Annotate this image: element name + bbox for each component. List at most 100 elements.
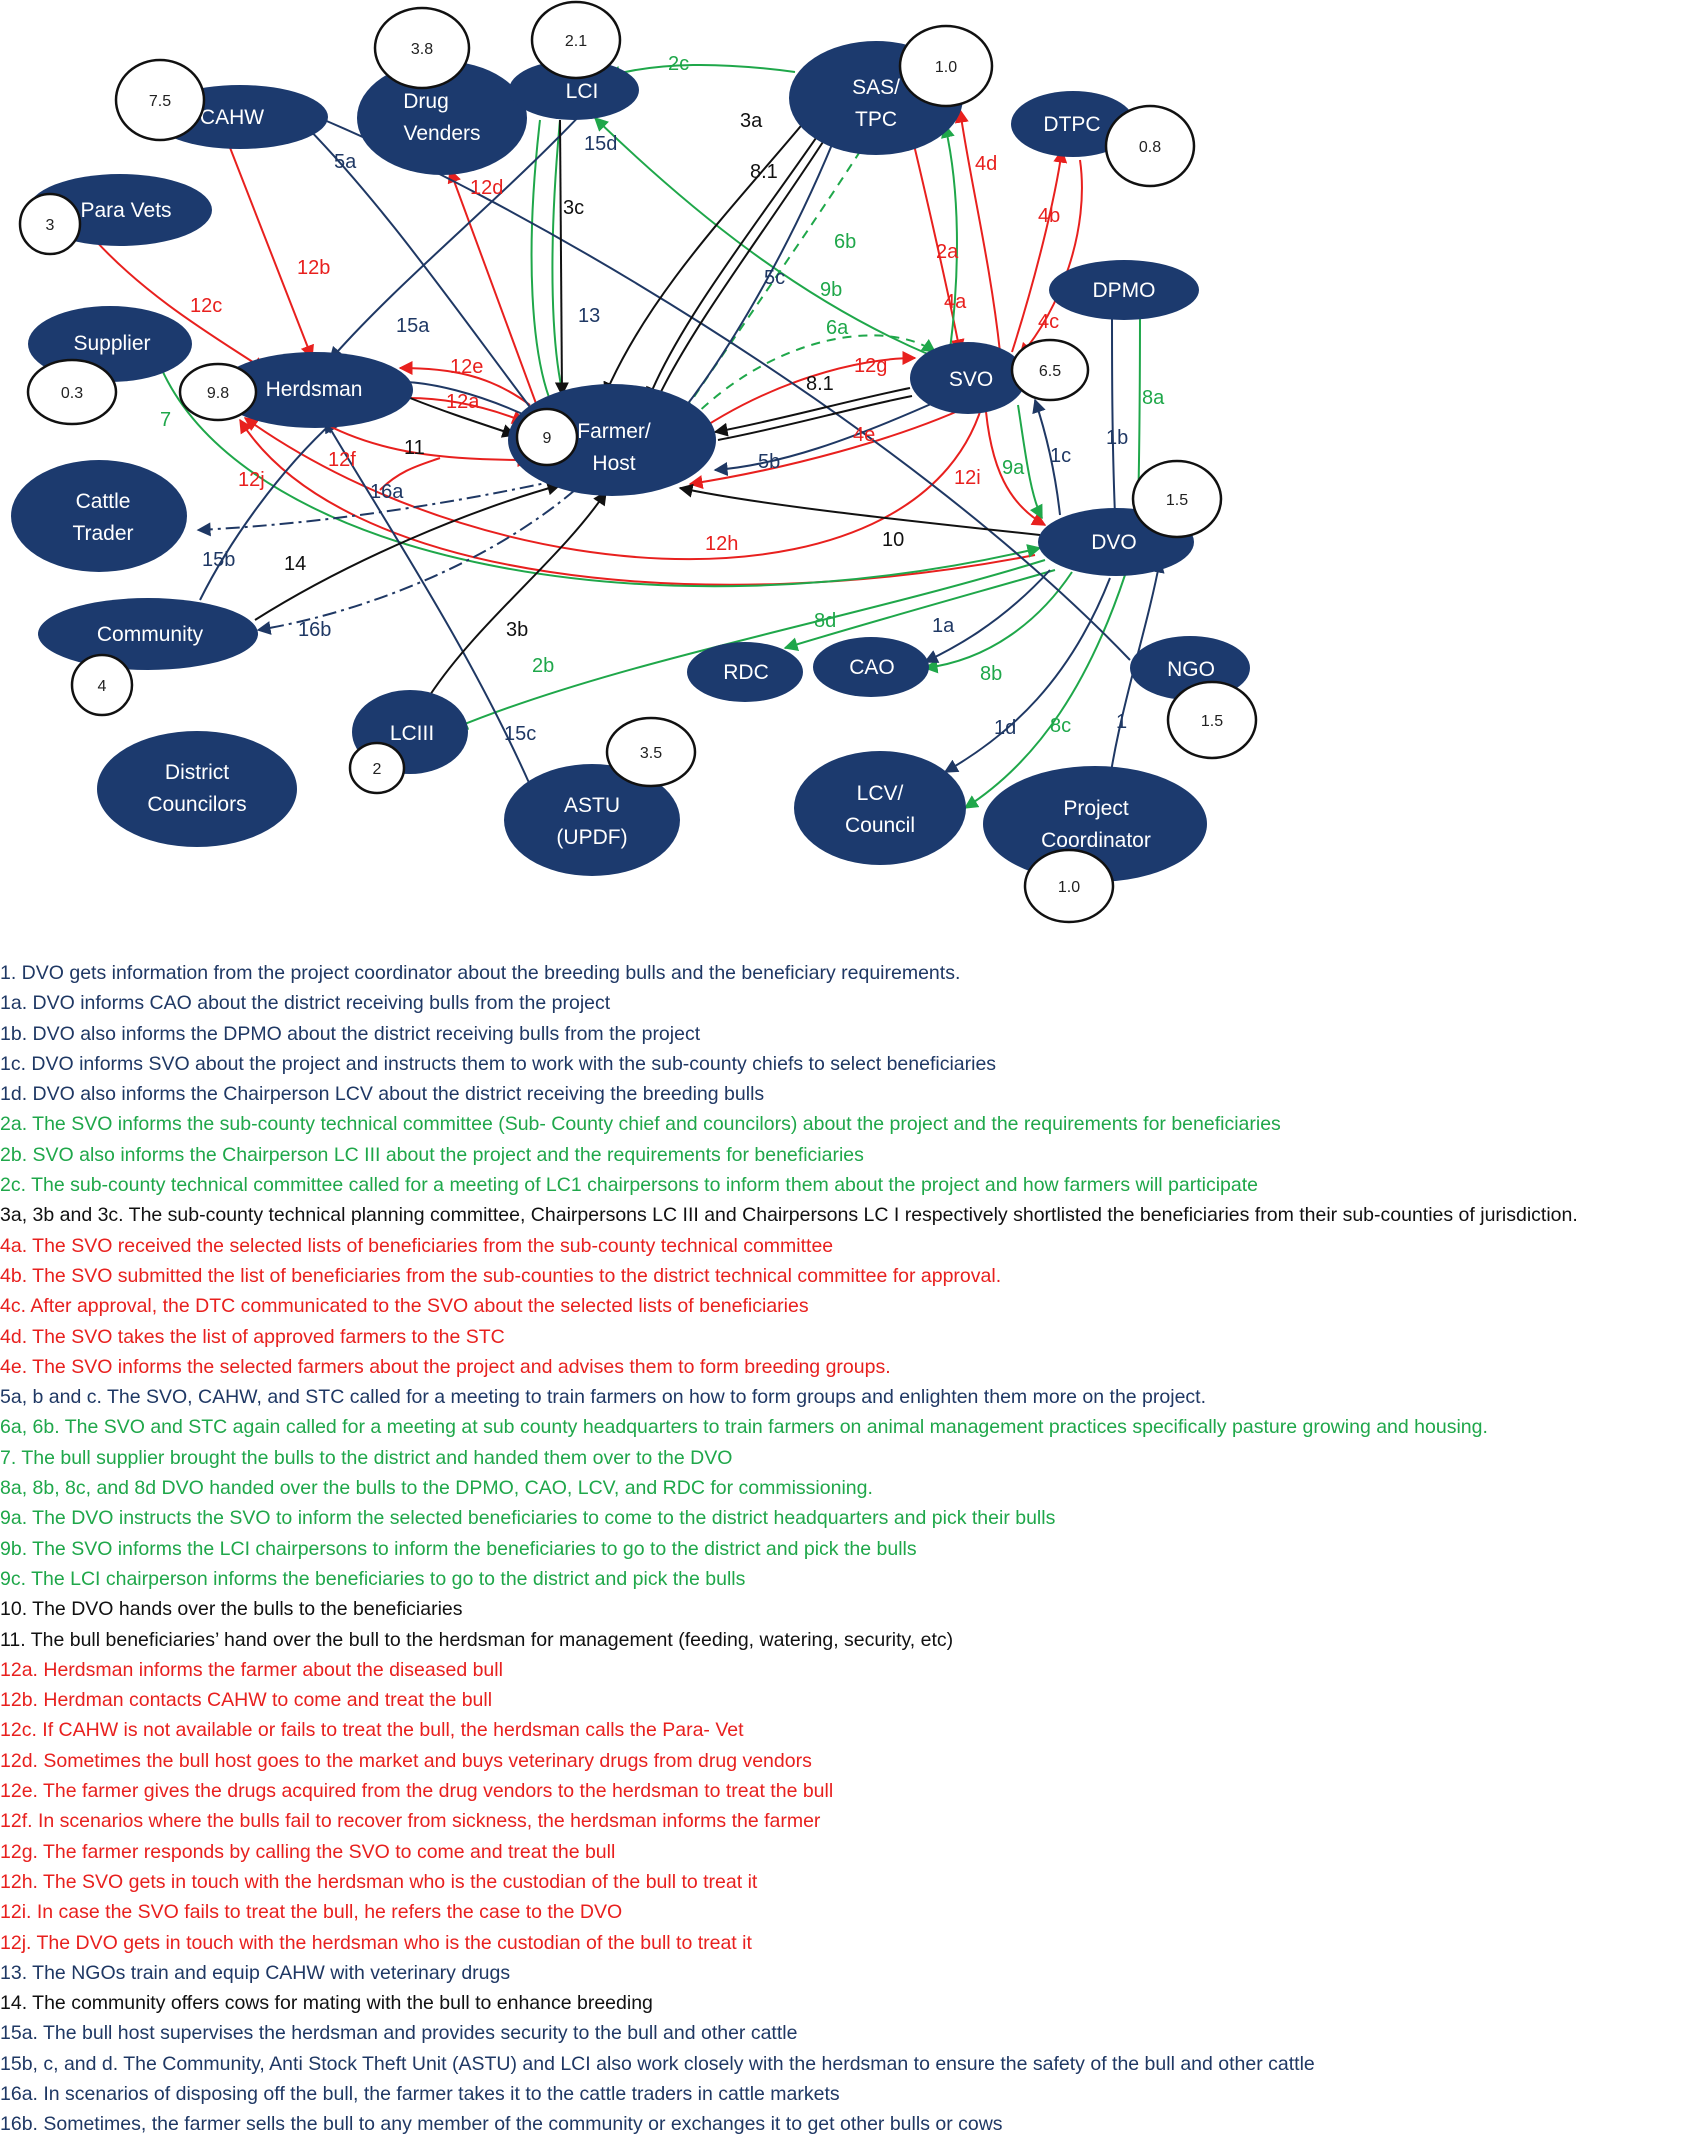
- legend-item: 9a. The DVO instructs the SVO to inform …: [0, 1507, 1056, 1530]
- edge-label-3b: 3b: [506, 619, 528, 641]
- edge-12g: [684, 351, 917, 441]
- edge-label-5b: 5b: [758, 451, 780, 473]
- edge-label-15c: 15c: [504, 723, 536, 745]
- edge-8-1a: [646, 124, 826, 402]
- edge-label-1a: 1a: [932, 615, 955, 637]
- node-district-councilors[interactable]: District Councilors: [97, 731, 297, 847]
- legend-item: 1d. DVO also informs the Chairperson LCV…: [0, 1083, 765, 1106]
- node-herdsman[interactable]: Herdsman: [217, 352, 413, 428]
- node-lci[interactable]: LCI: [509, 60, 639, 120]
- node-ngo-label: NGO: [1167, 658, 1215, 681]
- edge-12e: [398, 361, 531, 406]
- node-lcv-council-label-2: Council: [845, 814, 915, 837]
- edge-15c: [324, 418, 531, 786]
- svg-text:1.0: 1.0: [1058, 879, 1080, 896]
- edge-8b: [923, 571, 1073, 674]
- legend-item: 16a. In scenarios of disposing off the b…: [0, 2082, 840, 2105]
- legend-item: 2b. SVO also informs the Chairperson LC …: [0, 1143, 864, 1166]
- node-cattle-trader[interactable]: Cattle Trader: [11, 460, 187, 572]
- legend-item: 15b, c, and d. The Community, Anti Stock…: [0, 2052, 1315, 2075]
- svg-text:2.1: 2.1: [565, 33, 587, 50]
- edge-4d: [954, 108, 1001, 353]
- svg-text:0.8: 0.8: [1139, 139, 1161, 156]
- edge-11: [409, 397, 517, 438]
- edge-label-4c: 4c: [1038, 311, 1059, 333]
- edge-3b: [429, 490, 607, 696]
- edge-label-10: 10: [882, 529, 904, 551]
- score-sas-tpc: 1.0: [898, 24, 994, 108]
- edge-4a: [907, 119, 965, 354]
- node-rdc-label: RDC: [723, 661, 769, 684]
- step-legend-list: 1. DVO gets information from the project…: [0, 958, 1700, 2140]
- node-community-label: Community: [97, 623, 204, 646]
- node-district-councilors-label-1: District: [165, 761, 229, 784]
- node-drug-venders[interactable]: Drug Venders: [357, 61, 527, 175]
- node-district-councilors-label-2: Councilors: [147, 793, 246, 816]
- edge-16a: [196, 479, 561, 537]
- edge-9c: [530, 119, 556, 414]
- edge-label-8-1b: 8.1: [806, 373, 834, 395]
- legend-item: 2c. The sub-county technical committee c…: [0, 1174, 1259, 1197]
- legend-item: 13. The NGOs train and equip CAHW with v…: [0, 1961, 511, 1984]
- edge-8-1b: [713, 387, 911, 437]
- legend-item: 15a. The bull host supervises the herdsm…: [0, 2022, 798, 2045]
- node-community[interactable]: Community: [38, 598, 258, 670]
- node-cattle-trader-label-1: Cattle: [76, 490, 131, 513]
- edge-label-12i: 12i: [954, 467, 981, 489]
- legend-item: 4d. The SVO takes the list of approved f…: [0, 1325, 505, 1348]
- node-astu[interactable]: ASTU (UPDF): [504, 764, 680, 876]
- edge-label-7: 7: [160, 409, 171, 431]
- legend-item: 9c. The LCI chairperson informs the bene…: [0, 1567, 746, 1590]
- edge-label-8b: 8b: [980, 663, 1002, 685]
- node-svo[interactable]: SVO: [910, 342, 1026, 414]
- node-rdc[interactable]: RDC: [687, 642, 803, 702]
- svg-text:1.5: 1.5: [1166, 492, 1188, 509]
- edge-12f: [379, 457, 441, 491]
- edge-label-9b: 9b: [820, 279, 842, 301]
- edge-label-5c: 5c: [764, 267, 785, 289]
- edge-12j: [239, 418, 1036, 586]
- edge-label-12g: 12g: [854, 355, 887, 377]
- edge-15d: [329, 109, 586, 362]
- edge-label-8-1a: 8.1: [750, 161, 778, 183]
- edge-5a: [297, 117, 556, 441]
- node-dtpc[interactable]: DTPC: [1011, 91, 1135, 157]
- edge-3a: [603, 114, 811, 397]
- edge-12f-main: [317, 419, 532, 467]
- node-lcv-council[interactable]: LCV/ Council: [794, 751, 966, 865]
- legend-item: 4c. After approval, the DTC communicated…: [0, 1295, 809, 1318]
- edge-4c: [1019, 159, 1083, 358]
- edge-label-9a: 9a: [1002, 457, 1025, 479]
- edge-label-12c: 12c: [190, 295, 222, 317]
- edge-7: [161, 369, 1042, 588]
- node-cahw-label: CAHW: [200, 106, 264, 129]
- legend-item: 12g. The farmer responds by calling the …: [0, 1840, 616, 1863]
- legend-item: 12b. Herdman contacts CAHW to come and t…: [0, 1689, 493, 1712]
- node-lciii-label: LCIII: [390, 722, 434, 745]
- edge-label-12h: 12h: [705, 533, 738, 555]
- edge-label-12e: 12e: [450, 356, 483, 378]
- edge-2b: [453, 559, 1046, 730]
- legend-item: 7. The bull supplier brought the bulls t…: [0, 1446, 733, 1469]
- score-drug-venders: 3.8: [373, 6, 471, 90]
- score-astu: 3.5: [605, 716, 697, 788]
- score-para-vets: 3: [18, 192, 82, 256]
- svg-text:0.3: 0.3: [61, 385, 83, 402]
- legend-item: 4e. The SVO informs the selected farmers…: [0, 1355, 891, 1378]
- edge-8-1a-b: [655, 127, 833, 403]
- edge-4e: [688, 399, 983, 489]
- node-cao[interactable]: CAO: [813, 637, 929, 697]
- node-project-coordinator[interactable]: Project Coordinator: [983, 766, 1207, 882]
- svg-text:6.5: 6.5: [1039, 363, 1061, 380]
- node-drug-venders-label-2: Venders: [403, 122, 480, 145]
- edge-label-1b: 1b: [1106, 427, 1128, 449]
- node-dpmo[interactable]: DPMO: [1049, 260, 1199, 320]
- edge-15b: [199, 419, 337, 601]
- node-herdsman-label: Herdsman: [266, 378, 363, 401]
- edge-10: [678, 483, 1041, 536]
- svg-text:7.5: 7.5: [149, 93, 171, 110]
- stakeholder-network-diagram: CAHW Drug Venders LCI SAS/ TPC DTPC Para…: [11, 0, 1258, 924]
- svg-text:9: 9: [543, 430, 552, 447]
- edge-label-5a: 5a: [334, 151, 357, 173]
- edge-1b: [1105, 303, 1120, 516]
